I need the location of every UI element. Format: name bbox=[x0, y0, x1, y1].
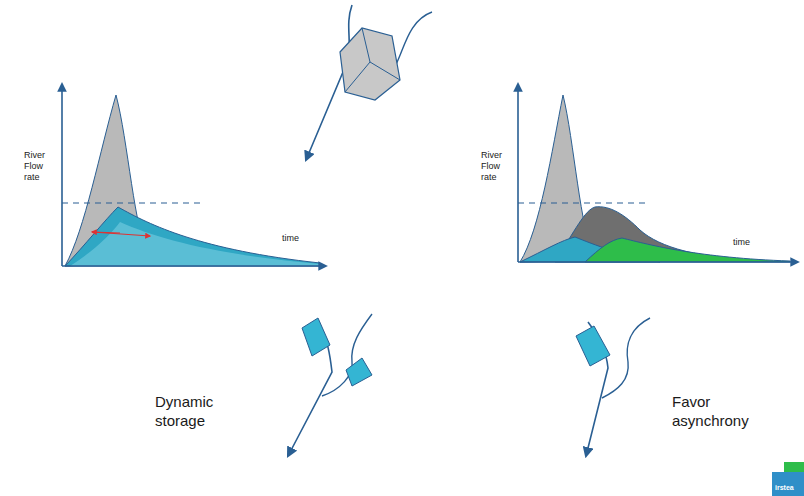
hydrograph-right bbox=[518, 84, 798, 262]
strategy-label: Dynamic storage bbox=[155, 392, 245, 430]
river-icon-asynchrony bbox=[576, 318, 650, 456]
logo bbox=[772, 462, 804, 496]
strategy-label: Favor asynchrony bbox=[672, 392, 762, 430]
axis-label: time bbox=[733, 237, 750, 248]
hydrograph-left bbox=[62, 84, 326, 266]
river-icon-storage bbox=[288, 314, 372, 456]
river-icon-top bbox=[306, 5, 432, 160]
logo-text: irstea bbox=[775, 484, 794, 492]
axis-label: time bbox=[282, 233, 299, 244]
axis-label: River Flow rate bbox=[481, 150, 515, 183]
axis-label: River Flow rate bbox=[24, 150, 58, 183]
